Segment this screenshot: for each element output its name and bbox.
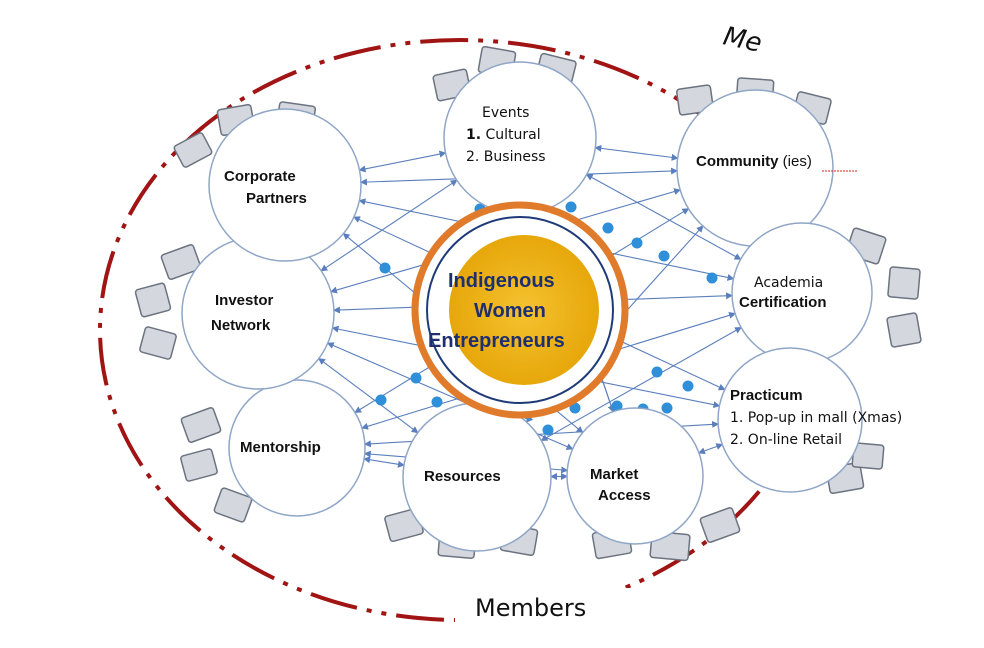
center-node: Indigenous Women Entrepreneurs bbox=[411, 201, 629, 419]
member-box bbox=[699, 507, 741, 543]
member-box bbox=[139, 326, 177, 360]
svg-text:Community (ies): Community (ies) bbox=[696, 153, 812, 170]
connection-arrow bbox=[594, 144, 679, 161]
node-resources: Resources bbox=[402, 402, 552, 552]
resources-label: Resources bbox=[424, 468, 501, 485]
connection-arrow bbox=[363, 456, 405, 468]
member-box bbox=[173, 132, 213, 168]
connection-dot bbox=[565, 201, 577, 213]
node-mentorship: Mentorship bbox=[228, 379, 366, 517]
market-line1: Market bbox=[590, 466, 638, 483]
community-suffix: (ies) bbox=[779, 153, 812, 170]
member-box bbox=[180, 448, 218, 482]
node-academia: Academia Certification bbox=[731, 222, 873, 364]
center-line3: Entrepreneurs bbox=[428, 330, 565, 352]
connection-dot bbox=[431, 396, 443, 408]
node-market-access: Market Access bbox=[566, 407, 704, 545]
corporate-line1: Corporate bbox=[224, 168, 296, 185]
member-box bbox=[180, 407, 222, 443]
events-line1: Cultural bbox=[481, 127, 541, 143]
events-line1-number: 1. bbox=[466, 127, 481, 143]
practicum-line1: 1. Pop-up in mall (Xmas) bbox=[730, 410, 902, 426]
center-line2: Women bbox=[474, 300, 546, 322]
investor-line1: Investor bbox=[215, 292, 274, 309]
corporate-line2: Partners bbox=[246, 190, 307, 207]
svg-text:1. Cultural: 1. Cultural bbox=[466, 127, 541, 143]
academia-line1: Academia bbox=[754, 275, 823, 291]
member-box bbox=[134, 282, 172, 318]
node-community: Community (ies) bbox=[676, 89, 858, 247]
connection-arrow bbox=[358, 150, 447, 173]
practicum-line2: 2. On-line Retail bbox=[730, 432, 842, 448]
connection-dot bbox=[375, 394, 387, 406]
practicum-title: Practicum bbox=[730, 387, 803, 404]
member-box bbox=[160, 244, 202, 280]
community-title: Community bbox=[696, 153, 779, 170]
member-box bbox=[887, 266, 921, 300]
connection-dot bbox=[706, 272, 718, 284]
connection-dot bbox=[379, 262, 391, 274]
member-box bbox=[886, 312, 922, 348]
connection-dot bbox=[661, 402, 673, 414]
connection-dot bbox=[682, 380, 694, 392]
academia-line2: Certification bbox=[739, 294, 827, 311]
connection-dot bbox=[410, 372, 422, 384]
members-label: Members bbox=[475, 594, 586, 622]
connection-dot bbox=[651, 366, 663, 378]
connection-dot bbox=[611, 400, 623, 412]
center-line1: Indigenous bbox=[448, 270, 555, 292]
investor-line2: Network bbox=[211, 317, 271, 334]
connection-dot bbox=[602, 222, 614, 234]
connection-arrow bbox=[318, 357, 419, 434]
mentorship-label: Mentorship bbox=[240, 439, 321, 456]
node-corporate-partners: Corporate Partners bbox=[208, 108, 362, 262]
node-investor-network: Investor Network bbox=[181, 236, 335, 390]
connection-dot bbox=[569, 402, 581, 414]
connection-dot bbox=[542, 424, 554, 436]
node-practicum: Practicum 1. Pop-up in mall (Xmas) 2. On… bbox=[717, 347, 902, 493]
events-title: Events bbox=[482, 105, 529, 121]
connection-arrow bbox=[698, 443, 724, 455]
connection-dot bbox=[631, 237, 643, 249]
connection-dot bbox=[658, 250, 670, 262]
member-box bbox=[675, 84, 715, 116]
market-line2: Access bbox=[598, 487, 651, 504]
node-events: Events 1. Cultural 2. Business bbox=[443, 61, 597, 215]
events-line2: 2. Business bbox=[466, 149, 546, 165]
member-box bbox=[213, 487, 253, 523]
